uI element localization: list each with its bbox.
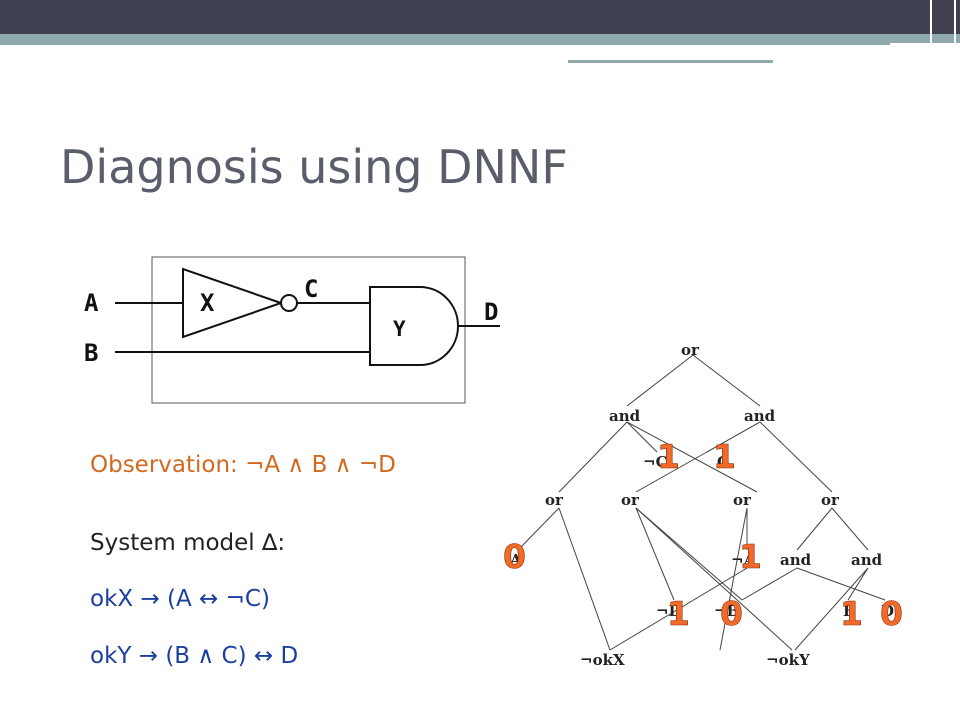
not-gate-bubble — [280, 294, 298, 312]
input-b-label: B — [84, 339, 98, 367]
dnnf-lit-nota: ¬A — [731, 551, 756, 569]
value-notd: 1 — [667, 594, 690, 633]
dnnf-lit-d: D — [881, 602, 894, 620]
dnnf-or-4: or — [821, 491, 840, 509]
dnnf-lit-notd: ¬D — [656, 602, 682, 620]
value-a: 0 — [503, 537, 526, 576]
output-d-label: D — [484, 298, 498, 326]
header-bar — [0, 0, 960, 34]
dnnf-and-left: and — [609, 407, 641, 425]
header-stripe-thin — [0, 43, 890, 45]
observation-text: Observation: ¬A ∧ B ∧ ¬D — [90, 452, 396, 478]
dnnf-lit-b: B — [843, 602, 856, 620]
header-corner-lines — [930, 0, 956, 62]
wire-c-label: C — [304, 275, 318, 303]
dnnf-lit-notokx: ¬okX — [580, 651, 625, 669]
dnnf-or-1: or — [545, 491, 564, 509]
value-notb: 0 — [720, 594, 743, 633]
circuit-box — [151, 256, 466, 404]
value-c: 1 — [713, 437, 736, 476]
value-b: 1 — [840, 594, 863, 633]
and-gate-y — [369, 286, 459, 366]
dnnf-lit-notoky: ¬okY — [766, 651, 810, 669]
model-formula-okx: okX → (A ↔ ¬C) — [90, 586, 270, 612]
input-a-label: A — [84, 289, 99, 317]
dnnf-and-low-1: and — [780, 551, 812, 569]
header-stripe — [0, 34, 960, 43]
dnnf-edges — [517, 354, 886, 651]
gate-x-label: X — [200, 289, 215, 317]
slide-title: Diagnosis using DNNF — [60, 140, 568, 194]
dnnf-and-right: and — [744, 407, 776, 425]
dnnf-lit-c: C — [717, 453, 729, 471]
dnnf-lit-notc: ¬C — [643, 453, 668, 471]
not-gate-x — [182, 267, 285, 339]
dnnf-and-low-2: and — [851, 551, 883, 569]
dnnf-or-3: or — [733, 491, 752, 509]
dnnf-lit-a: A — [509, 551, 522, 569]
dnnf-or-2: or — [621, 491, 640, 509]
value-notc: 1 — [657, 437, 680, 476]
value-nota: 1 — [739, 537, 762, 576]
dnnf-root-or: or — [681, 341, 700, 359]
gate-y-label: Y — [393, 317, 406, 341]
model-formula-oky: okY → (B ∧ C) ↔ D — [90, 643, 299, 669]
system-model-heading: System model ∆: — [90, 530, 286, 556]
header-stripe-short — [568, 60, 773, 63]
value-d: 0 — [880, 594, 903, 633]
dnnf-lit-notb: ¬B — [714, 602, 739, 620]
